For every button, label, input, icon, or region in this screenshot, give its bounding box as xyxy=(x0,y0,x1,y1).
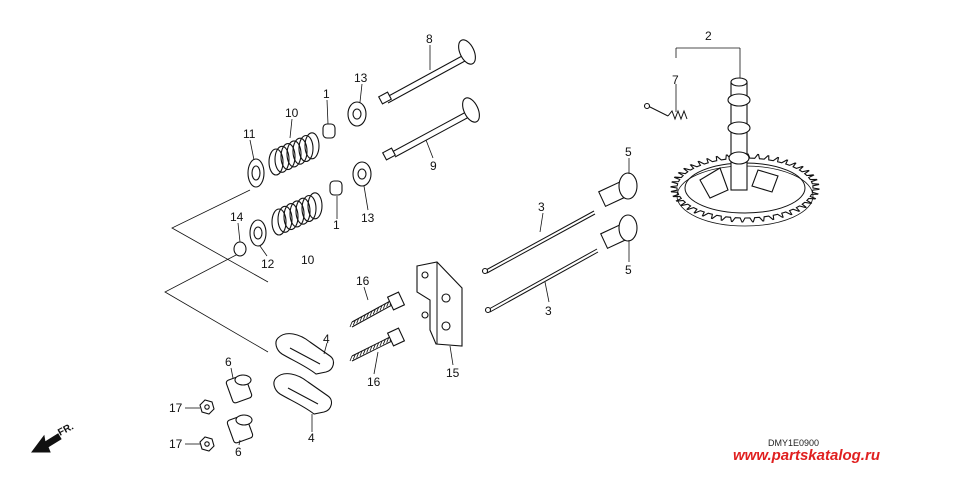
callout-10-lower: 10 xyxy=(301,253,315,267)
pivot-bolt-lower xyxy=(349,327,406,362)
rocker-arm-holder xyxy=(416,261,463,347)
push-rod-lower xyxy=(484,248,599,314)
callout-13-upper: 13 xyxy=(354,71,368,85)
callout-8: 8 xyxy=(426,32,433,46)
callout-16-upper: 16 xyxy=(356,274,370,288)
valve-cotter-upper xyxy=(322,123,336,139)
lock-nut-upper xyxy=(199,399,215,415)
callout-5-upper: 5 xyxy=(625,145,632,159)
callout-5-lower: 5 xyxy=(625,263,632,277)
adjusting-nut-upper xyxy=(225,374,253,404)
callout-6-upper: 6 xyxy=(225,355,232,369)
callout-3-lower: 3 xyxy=(545,304,552,318)
watermark: www.partskatalog.ru xyxy=(733,447,880,464)
spring-retainer-upper xyxy=(347,101,367,127)
callout-10-upper: 10 xyxy=(285,106,299,120)
rocker-arm-upper xyxy=(275,333,335,375)
callout-9: 9 xyxy=(430,159,437,173)
callout-2: 2 xyxy=(705,29,712,43)
valve-cap xyxy=(233,241,247,257)
callout-17-upper: 17 xyxy=(169,401,183,415)
callout-11: 11 xyxy=(243,127,256,141)
assembly-guide-lines xyxy=(164,47,741,353)
valve-cotter-lower xyxy=(329,180,343,196)
callout-14: 14 xyxy=(230,210,244,224)
callout-13-lower: 13 xyxy=(361,211,375,225)
lock-nut-lower xyxy=(199,436,215,452)
spring-seat-upper xyxy=(247,158,265,188)
tappet-upper xyxy=(598,172,638,208)
valve-spring-lower xyxy=(271,192,323,236)
valve-spring-upper xyxy=(268,132,320,176)
callout-6-lower: 6 xyxy=(235,445,242,459)
callout-4-lower: 4 xyxy=(308,431,315,445)
valve-lower xyxy=(381,97,480,161)
push-rod-upper xyxy=(481,210,596,275)
front-direction-arrow: FR. xyxy=(31,421,76,453)
callout-12: 12 xyxy=(261,257,275,271)
callout-1-lower: 1 xyxy=(333,218,340,232)
diagram-code: DMY1E0900 xyxy=(768,438,819,448)
rocker-arm-lower xyxy=(273,373,333,415)
camshaft xyxy=(699,77,779,199)
callout-1-upper: 1 xyxy=(323,87,330,101)
tappet-lower xyxy=(600,214,638,250)
callout-4-upper: 4 xyxy=(323,332,330,346)
spring-retainer-lower xyxy=(352,161,372,187)
front-direction-label: FR. xyxy=(56,421,76,438)
callout-17-lower: 17 xyxy=(169,437,183,451)
callout-7: 7 xyxy=(672,73,679,87)
callout-3-upper: 3 xyxy=(538,200,545,214)
adjusting-nut-lower xyxy=(226,414,254,444)
callout-16-lower: 16 xyxy=(367,375,381,389)
callout-labels: 1 1 2 3 3 4 4 5 5 6 6 7 8 9 10 10 11 12 … xyxy=(169,29,712,459)
callout-leaders xyxy=(185,45,677,446)
callout-15: 15 xyxy=(446,366,460,380)
spring-seat-lower xyxy=(249,219,267,247)
decompressor-spring xyxy=(643,102,688,121)
pivot-bolt-upper xyxy=(349,291,406,328)
valve-upper xyxy=(377,39,476,105)
